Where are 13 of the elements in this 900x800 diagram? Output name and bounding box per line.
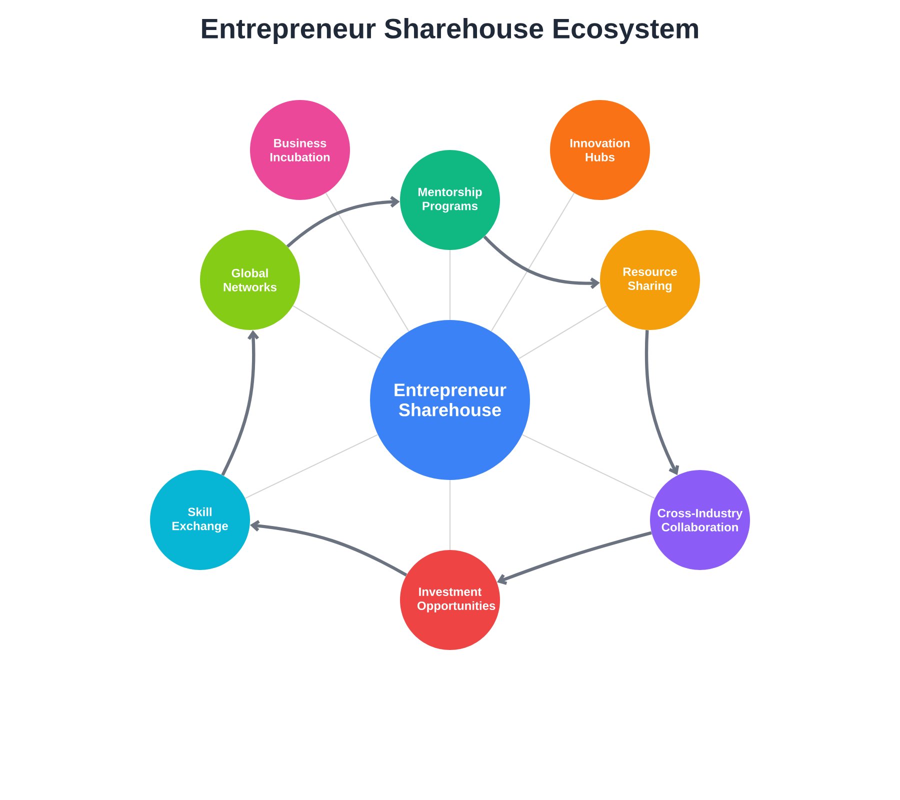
- arrow: [483, 235, 600, 289]
- connector-line: [325, 192, 410, 332]
- connector-line: [518, 305, 608, 360]
- arrow: [496, 531, 652, 585]
- arrow: [286, 196, 400, 248]
- title: Entrepreneur Sharehouse Ecosystem: [202, 18, 698, 44]
- connector-line: [244, 434, 378, 499]
- connector-line: [292, 305, 382, 360]
- connector-line: [522, 434, 656, 499]
- connector-line: [490, 192, 575, 332]
- arrow: [250, 520, 408, 576]
- arrow: [644, 330, 680, 476]
- arrow: [221, 330, 260, 476]
